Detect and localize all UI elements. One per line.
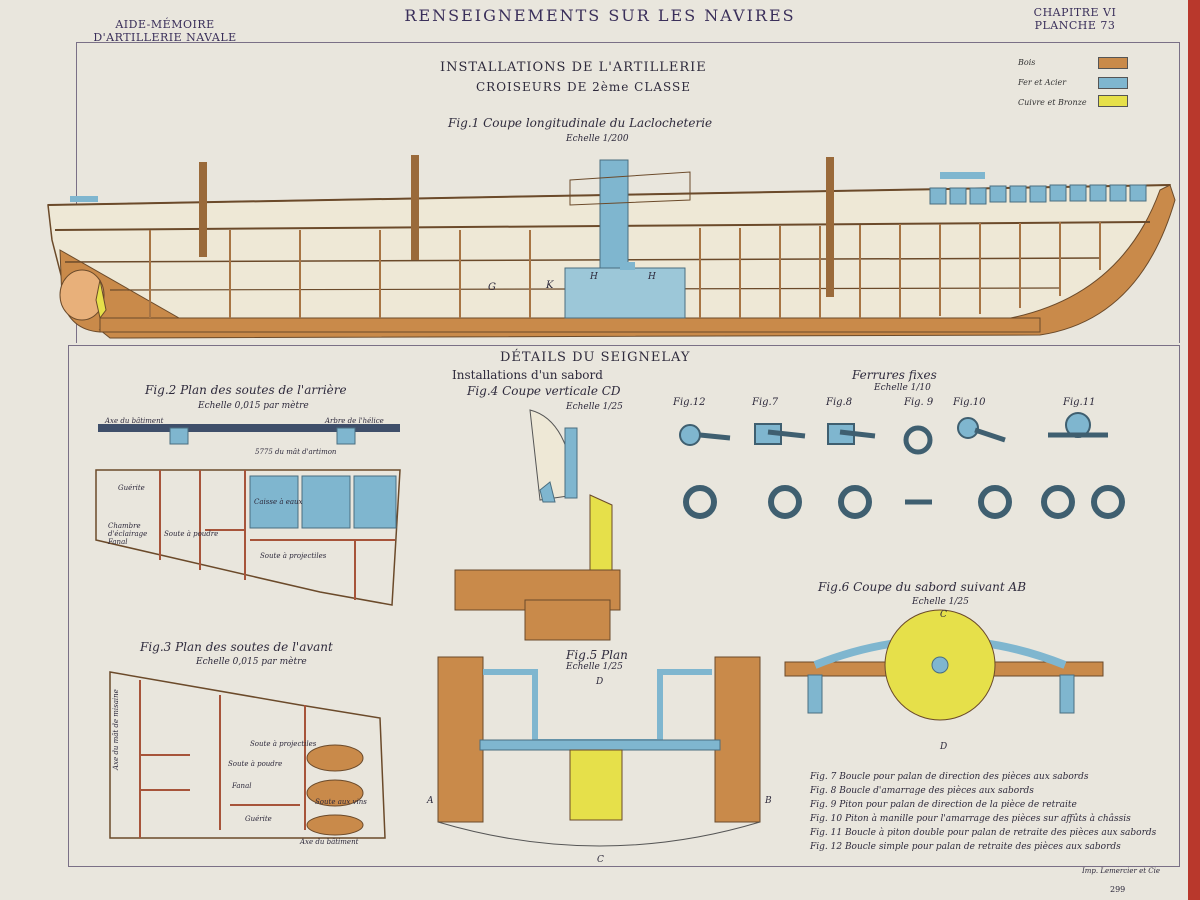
ferrures-fig8: Fig.8 <box>826 397 853 408</box>
fig3-label-vins: Soute aux vins <box>315 798 367 806</box>
fig5-mark-c: C <box>597 855 604 865</box>
fig6-title: Fig.6 Coupe du sabord suivant AB <box>818 580 1027 594</box>
ferrures-fig7: Fig.7 <box>752 397 779 408</box>
fig1-scale: Echelle 1/200 <box>566 134 629 144</box>
plate-subtitle: CROISEURS DE 2ème CLASSE <box>476 80 691 94</box>
fig3-scale: Echelle 0,015 par mètre <box>196 657 307 667</box>
header-left: AIDE-MÉMOIRE D'ARTILLERIE NAVALE <box>93 18 237 44</box>
fig3-label-axe-batiment: Axe du bâtiment <box>300 838 359 846</box>
legend-swatch-bronze <box>1098 95 1128 107</box>
fig2-label-mat: 5775 du mât d'artimon <box>255 448 337 456</box>
fig2-label-guerite: Guérite <box>118 484 145 492</box>
fig1-mark-k: K <box>546 280 554 291</box>
fig3-label-poudre: Soute à poudre <box>228 760 283 768</box>
fig2-label-axe: Axe du bâtiment <box>105 417 164 425</box>
legend-swatch-wood <box>1098 57 1128 69</box>
fig5-title: Fig.5 Plan <box>566 648 628 662</box>
ferrures-title: Ferrures fixes <box>852 368 937 382</box>
fig5-mark-a: A <box>427 796 434 806</box>
details-subtitle: Installations d'un sabord <box>452 368 603 382</box>
bottom-frame <box>68 345 1180 867</box>
fig1-mark-h1: H <box>590 272 598 282</box>
caption-fig-11: Fig. 11 Boucle à piton double pour palan… <box>810 828 1157 838</box>
caption-fig-10: Fig. 10 Piton à manille pour l'amarrage … <box>810 814 1131 824</box>
plate-title: INSTALLATIONS DE L'ARTILLERIE <box>440 60 707 75</box>
fig2-label-caisse: Caisse à eaux <box>254 498 303 506</box>
imprint: Imp. Lemercier et Cie <box>1082 867 1161 875</box>
fig2-label-arbre: Arbre de l'hélice <box>325 417 384 425</box>
caption-fig-7: Fig. 7 Boucle pour palan de direction de… <box>810 772 1089 782</box>
fig1-mark-g: G <box>488 282 496 293</box>
legend-label-iron: Fer et Acier <box>1018 78 1067 87</box>
header-right: CHAPITRE VI PLANCHE 73 <box>1033 6 1117 32</box>
page-number: 299 <box>1110 885 1126 894</box>
fig4-title: Fig.4 Coupe verticale CD <box>467 384 621 398</box>
ferrures-fig12: Fig.12 <box>673 397 706 408</box>
fig1-title: Fig.1 Coupe longitudinale du Laclocheter… <box>448 116 713 130</box>
caption-fig-12: Fig. 12 Boucle simple pour palan de retr… <box>810 842 1121 852</box>
details-title: DÉTAILS DU SEIGNELAY <box>500 350 691 365</box>
fig3-label-fanal: Fanal <box>232 782 252 790</box>
fig3-title: Fig.3 Plan des soutes de l'avant <box>140 640 333 654</box>
ferrures-fig10: Fig.10 <box>953 397 986 408</box>
header-title: RENSEIGNEMENTS SUR LES NAVIRES <box>404 6 796 25</box>
fig5-scale: Echelle 1/25 <box>566 662 623 672</box>
fig2-title: Fig.2 Plan des soutes de l'arrière <box>145 383 347 397</box>
fig1-mark-h2: H <box>648 272 656 282</box>
legend-swatch-iron <box>1098 77 1128 89</box>
fig6-mark-d: D <box>940 742 948 752</box>
ferrures-fig11: Fig.11 <box>1063 397 1096 408</box>
caption-fig-9: Fig. 9 Piton pour palan de direction de … <box>810 800 1077 810</box>
book-edge <box>1188 0 1200 900</box>
ferrures-scale: Echelle 1/10 <box>874 383 931 393</box>
fig3-label-projectiles: Soute à projectiles <box>250 740 317 748</box>
fig3-label-guerite: Guérite <box>245 815 272 823</box>
fig5-mark-b: B <box>765 796 772 806</box>
fig3-label-axe-mat: Axe du mât de misaine <box>112 689 120 770</box>
legend-label-bronze: Cuivre et Bronze <box>1018 98 1087 107</box>
fig5-mark-d: D <box>596 677 604 687</box>
ferrures-fig9: Fig. 9 <box>904 397 934 408</box>
legend-label-wood: Bois <box>1018 58 1036 67</box>
fig6-scale: Echelle 1/25 <box>912 597 969 607</box>
fig2-label-projectiles: Soute à projectiles <box>260 552 327 560</box>
fig6-mark-c: C <box>940 610 947 620</box>
fig2-scale: Echelle 0,015 par mètre <box>198 401 309 411</box>
caption-fig-8: Fig. 8 Boucle d'amarrage des pièces aux … <box>810 786 1034 796</box>
fig2-label-poudre: Soute à poudre <box>164 530 219 538</box>
fig4-scale: Echelle 1/25 <box>566 402 623 412</box>
fig2-label-chambre: Chambre d'éclairage Fanal <box>108 522 148 546</box>
